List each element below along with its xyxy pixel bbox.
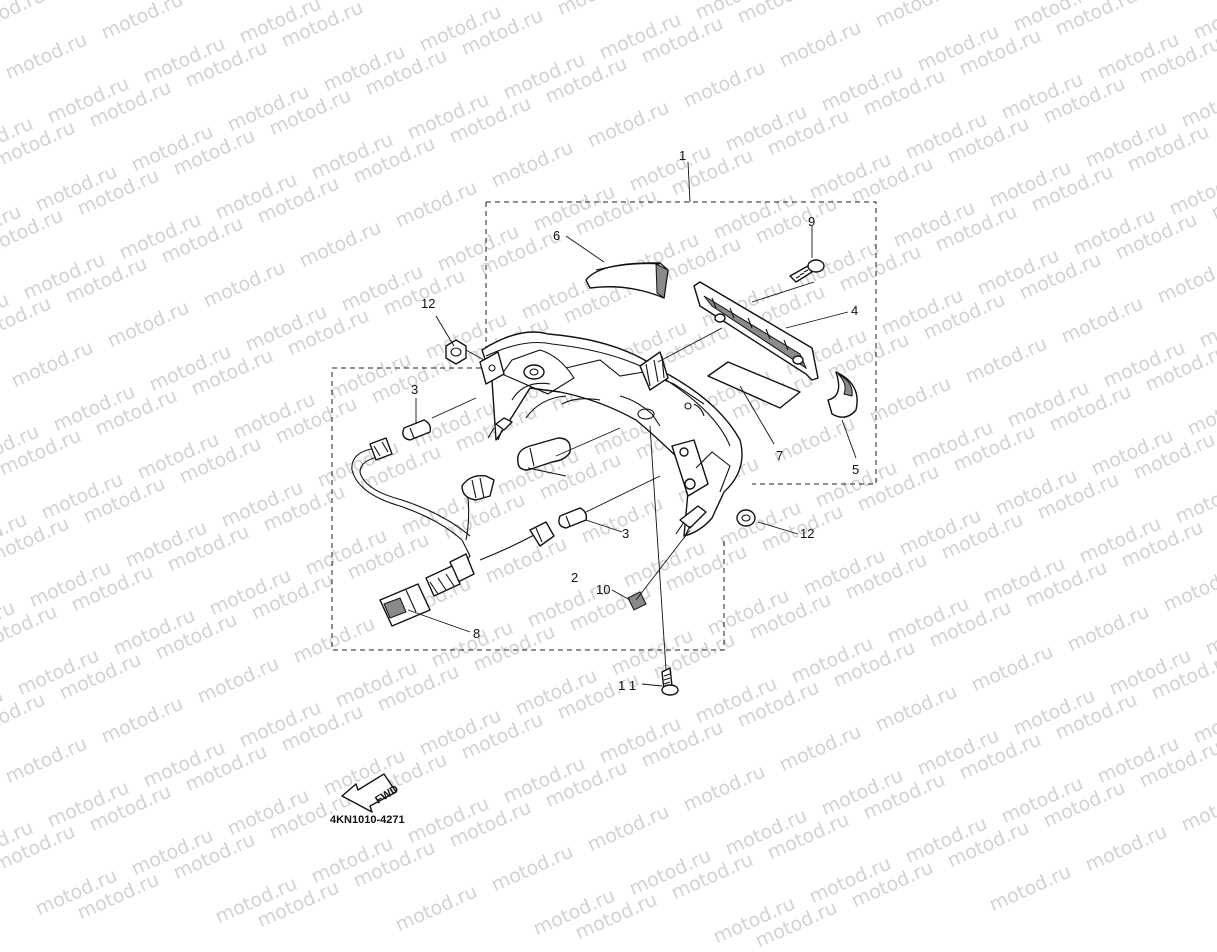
part-clip — [627, 591, 647, 611]
callout-11: 1 1 — [618, 678, 636, 693]
fwd-arrow — [341, 773, 397, 813]
callout-5: 5 — [852, 462, 859, 477]
part-bolt — [661, 667, 679, 696]
leader-lines — [407, 161, 857, 687]
callout-9: 9 — [808, 214, 815, 229]
callout-1: 1 — [679, 148, 686, 163]
callout-4: 4 — [851, 303, 858, 318]
callout-labels: 1 2 3 3 4 5 6 7 8 9 10 1 1 12 12 — [411, 148, 859, 693]
diagram-drawing: FWD 1 2 — [330, 148, 877, 826]
callout-10: 10 — [596, 582, 610, 597]
part-grommet-top — [445, 339, 467, 365]
callout-12-top: 12 — [421, 296, 435, 311]
part-bulb-lower — [558, 507, 588, 529]
assembly-boundary — [331, 201, 877, 651]
part-side-reflector — [827, 371, 858, 418]
part-wire-harness — [351, 437, 555, 627]
part-bulb-upper — [402, 419, 432, 441]
part-lens-cover — [585, 262, 669, 299]
part-reflector-bar — [693, 281, 819, 381]
part-screw-9 — [789, 259, 825, 283]
callout-3-lower: 3 — [622, 526, 629, 541]
part-label-plate — [707, 361, 801, 409]
part-bulb-main — [517, 437, 571, 471]
callout-7: 7 — [776, 448, 783, 463]
part-grommet-right — [736, 509, 756, 527]
callout-3-upper: 3 — [411, 382, 418, 397]
callout-6: 6 — [553, 228, 560, 243]
part-housing — [479, 331, 743, 539]
callout-8: 8 — [473, 626, 480, 641]
drawing-code: 4KN1010-4271 — [330, 814, 405, 826]
callout-2: 2 — [571, 570, 578, 585]
callout-12-right: 12 — [800, 526, 814, 541]
